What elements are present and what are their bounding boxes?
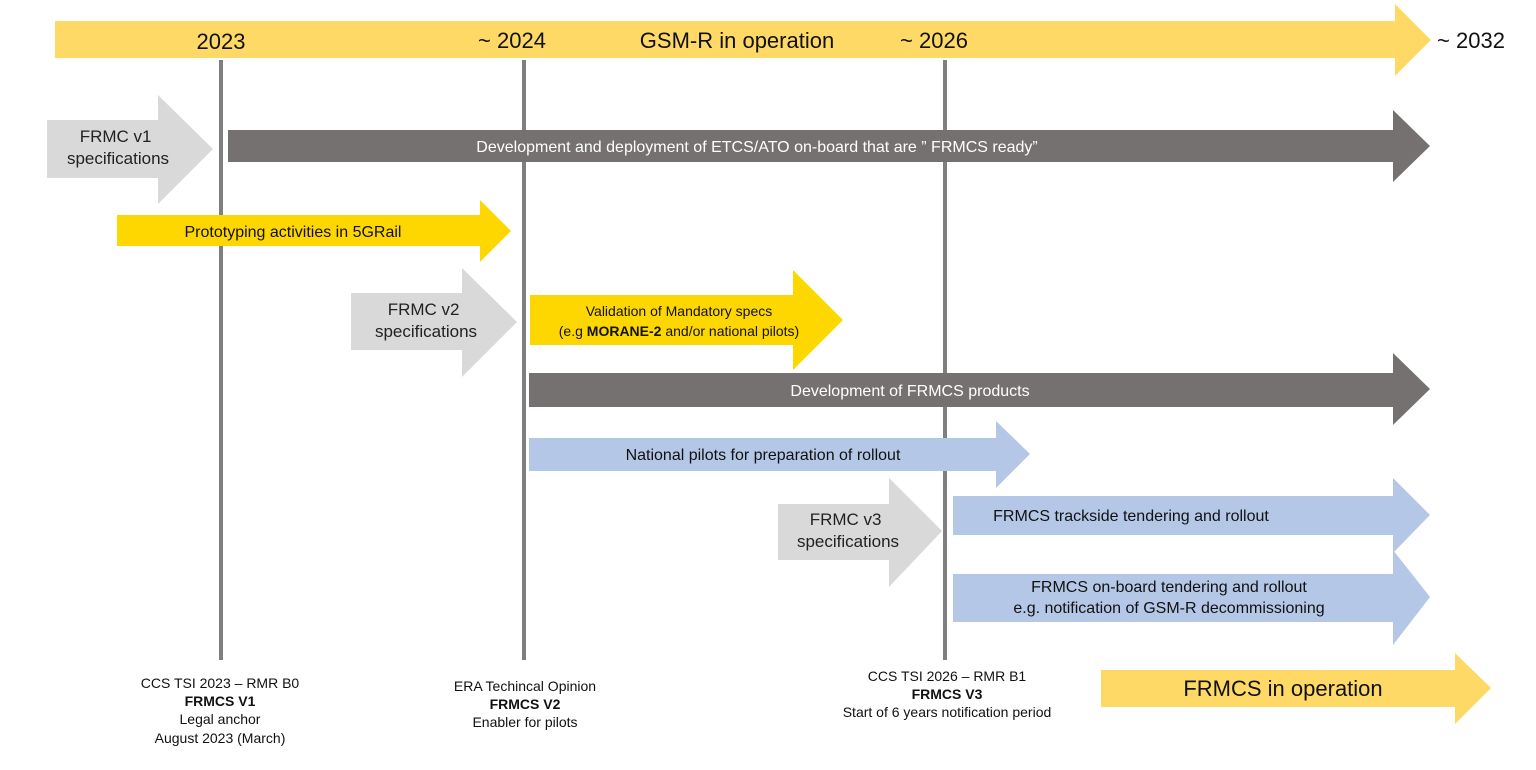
frmc-v2-label: FRMC v2 specifications [375, 300, 477, 341]
year-2026-label: ~ 2026 [900, 28, 968, 53]
validation-label-line2: (e.g MORANE-2 and/or national pilots) [559, 323, 799, 339]
validation-arrow [530, 270, 843, 370]
year-2023-label: 2023 [197, 29, 246, 54]
validation-label-post: and/or national pilots) [661, 323, 799, 339]
milestone-2024-line3: Enabler for pilots [472, 714, 578, 731]
frmcs-products-label: Development of FRMCS products [790, 383, 1029, 400]
gsmr-operation-label: GSM-R in operation [640, 28, 834, 53]
year-2024-label: ~ 2024 [478, 28, 546, 53]
frmc-v1-line1: FRMC v1 [80, 127, 152, 146]
milestone-2023-line4: August 2023 (March) [154, 729, 286, 746]
year-2032-label: ~ 2032 [1437, 28, 1505, 53]
frmc-v3-line1: FRMC v3 [810, 510, 882, 529]
milestone-2023-line3: Legal anchor [179, 711, 261, 728]
validation-label-pre: (e.g [559, 323, 587, 339]
frmc-v3-label: FRMC v3 specifications [797, 510, 899, 551]
frmc-v1-arrow [47, 95, 213, 204]
milestone-2026-line1: CCS TSI 2026 – RMR B1 [867, 668, 1027, 684]
etcs-ato-arrow [228, 110, 1430, 182]
frmc-v1-line2: specifications [67, 149, 169, 168]
milestone-2023: CCS TSI 2023 – RMR B0 FRMCS V1 Legal anc… [100, 674, 340, 747]
milestone-2026: CCS TSI 2026 – RMR B1 FRMCS V3 Start of … [807, 667, 1087, 722]
trackside-arrow [953, 478, 1430, 553]
validation-label-line1: Validation of Mandatory specs [586, 303, 773, 319]
frmc-v3-arrow [778, 478, 942, 587]
milestone-line-2026 [943, 60, 947, 660]
milestone-line-2024 [522, 60, 526, 660]
frmcs-operation-arrow [1101, 653, 1491, 724]
onboard-label-line2: e.g. notification of GSM-R decommissioni… [1013, 600, 1324, 617]
milestone-2023-line2: FRMCS V1 [184, 693, 256, 710]
gsmr-operation-arrow [55, 4, 1431, 76]
frmcs-products-arrow [529, 353, 1430, 425]
milestone-2024: ERA Techincal Opinion FRMCS V2 Enabler f… [405, 677, 645, 732]
frmcs-operation-label: FRMCS in operation [1183, 676, 1382, 701]
milestone-2024-line2: FRMCS V2 [489, 696, 561, 713]
frmc-v3-line2: specifications [797, 532, 899, 551]
frmc-v2-line2: specifications [375, 322, 477, 341]
frmc-v2-arrow [351, 268, 517, 377]
trackside-label: FRMCS trackside tendering and rollout [993, 508, 1269, 525]
national-pilots-arrow [529, 421, 1030, 488]
frmc-v1-label: FRMC v1 specifications [67, 127, 169, 168]
milestone-2026-line2: FRMCS V3 [911, 686, 983, 703]
onboard-arrow [953, 550, 1430, 645]
validation-label-bold: MORANE-2 [587, 323, 662, 339]
milestone-line-2023 [219, 60, 223, 660]
frmc-v2-line1: FRMC v2 [388, 300, 460, 319]
milestone-2023-line1: CCS TSI 2023 – RMR B0 [140, 675, 300, 691]
milestone-2024-line1: ERA Techincal Opinion [453, 678, 597, 694]
prototyping-arrow [117, 200, 511, 262]
onboard-label-line1: FRMCS on-board tendering and rollout [1031, 579, 1307, 596]
prototyping-label: Prototyping activities in 5GRail [185, 224, 402, 241]
milestone-2026-line3: Start of 6 years notification period [842, 704, 1052, 721]
national-pilots-label: National pilots for preparation of rollo… [626, 447, 901, 464]
etcs-ato-label: Development and deployment of ETCS/ATO o… [476, 139, 1037, 156]
